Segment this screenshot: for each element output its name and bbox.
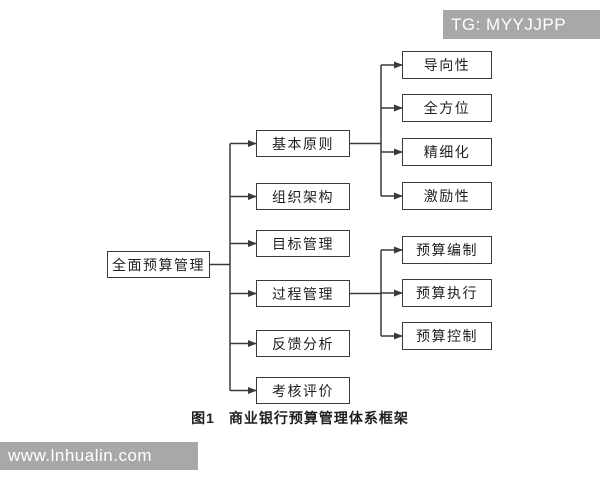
leaf-node-orientation: 导向性 (402, 51, 492, 79)
leaf-node-budget-control: 预算控制 (402, 322, 492, 350)
watermark-telegram-badge: TG: MYYJJPP (443, 10, 600, 39)
leaf-node-budget-preparation: 预算编制 (402, 236, 492, 264)
watermark-website-badge: www.lnhualin.com (0, 442, 198, 470)
branch-node-goal-management: 目标管理 (256, 230, 350, 257)
branch-node-process-management: 过程管理 (256, 280, 350, 307)
figure-number: 图1 (191, 410, 215, 426)
branch-node-feedback-analysis: 反馈分析 (256, 330, 350, 357)
leaf-node-refinement: 精细化 (402, 138, 492, 166)
branch-node-basic-principles: 基本原则 (256, 130, 350, 157)
branch-node-organizational-structure: 组织架构 (256, 183, 350, 210)
figure-title: 商业银行预算管理体系框架 (228, 410, 409, 426)
branch-node-assessment-evaluation: 考核评价 (256, 377, 350, 404)
leaf-node-all-round: 全方位 (402, 94, 492, 122)
figure-caption: 图1 商业银行预算管理体系框架 (0, 408, 600, 428)
root-node-comprehensive-budget-management: 全面预算管理 (107, 251, 210, 278)
leaf-node-budget-execution: 预算执行 (402, 279, 492, 307)
leaf-node-incentive: 激励性 (402, 182, 492, 210)
